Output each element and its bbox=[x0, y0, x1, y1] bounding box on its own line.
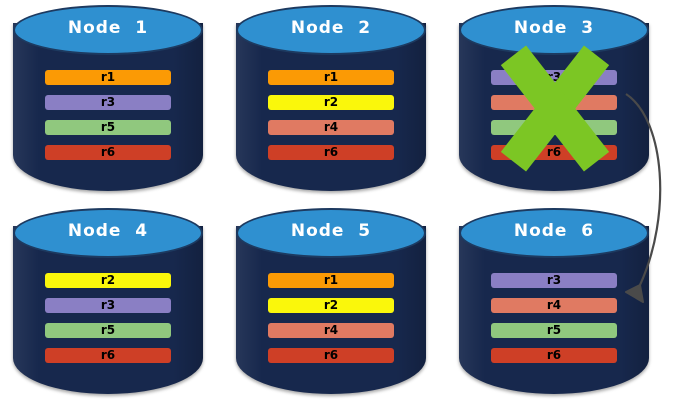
node-2[interactable]: Node 2 r1 r2 r4 r6 bbox=[236, 5, 426, 191]
node-6[interactable]: Node 6 r3 r4 r5 r6 bbox=[459, 208, 649, 394]
node-title: Node 3 bbox=[513, 18, 595, 38]
replica-row[interactable]: r4 bbox=[491, 298, 617, 313]
replica-row[interactable]: r1 bbox=[268, 273, 394, 288]
replica-list: r3 r4 r5 r6 bbox=[491, 273, 617, 363]
replica-list: r1 r3 r5 r6 bbox=[45, 70, 171, 160]
cylinder-top-ellipse bbox=[236, 208, 426, 258]
replica-row[interactable]: r5 bbox=[45, 323, 171, 338]
replica-row[interactable]: r3 bbox=[45, 95, 171, 110]
replica-list: r2 r3 r5 r6 bbox=[45, 273, 171, 363]
node-title: Node 2 bbox=[290, 18, 372, 38]
cylinder-top-ellipse bbox=[13, 5, 203, 55]
node-title: Node 1 bbox=[67, 18, 149, 38]
replica-row[interactable]: r1 bbox=[45, 70, 171, 85]
cylinder-top-ellipse bbox=[459, 5, 649, 55]
node-title: Node 4 bbox=[67, 221, 149, 241]
node-failure-cross-icon bbox=[487, 41, 622, 176]
replica-row[interactable]: r2 bbox=[268, 95, 394, 110]
replica-row[interactable]: r6 bbox=[45, 145, 171, 160]
replica-row[interactable]: r3 bbox=[45, 298, 171, 313]
replica-row[interactable]: r3 bbox=[491, 273, 617, 288]
node-title: Node 5 bbox=[290, 221, 372, 241]
replica-row[interactable]: r6 bbox=[45, 348, 171, 363]
replica-row[interactable]: r2 bbox=[45, 273, 171, 288]
replica-row[interactable]: r5 bbox=[491, 323, 617, 338]
node-1[interactable]: Node 1 r1 r3 r5 r6 bbox=[13, 5, 203, 191]
replica-row[interactable]: r1 bbox=[268, 70, 394, 85]
node-title: Node 6 bbox=[513, 221, 595, 241]
replica-row[interactable]: r6 bbox=[491, 348, 617, 363]
replica-row[interactable]: r2 bbox=[268, 298, 394, 313]
replica-row[interactable]: r5 bbox=[45, 120, 171, 135]
cylinder-top-ellipse bbox=[13, 208, 203, 258]
replica-row[interactable]: r4 bbox=[268, 323, 394, 338]
replica-row[interactable]: r6 bbox=[268, 145, 394, 160]
replica-row[interactable]: r6 bbox=[268, 348, 394, 363]
node-3[interactable]: Node 3 r3 r4 r5 r6 bbox=[459, 5, 649, 191]
replica-list: r1 r2 r4 r6 bbox=[268, 70, 394, 160]
node-4[interactable]: Node 4 r2 r3 r5 r6 bbox=[13, 208, 203, 394]
cylinder-top-ellipse bbox=[236, 5, 426, 55]
replica-list: r1 r2 r4 r6 bbox=[268, 273, 394, 363]
node-5[interactable]: Node 5 r1 r2 r4 r6 bbox=[236, 208, 426, 394]
replica-row[interactable]: r4 bbox=[268, 120, 394, 135]
